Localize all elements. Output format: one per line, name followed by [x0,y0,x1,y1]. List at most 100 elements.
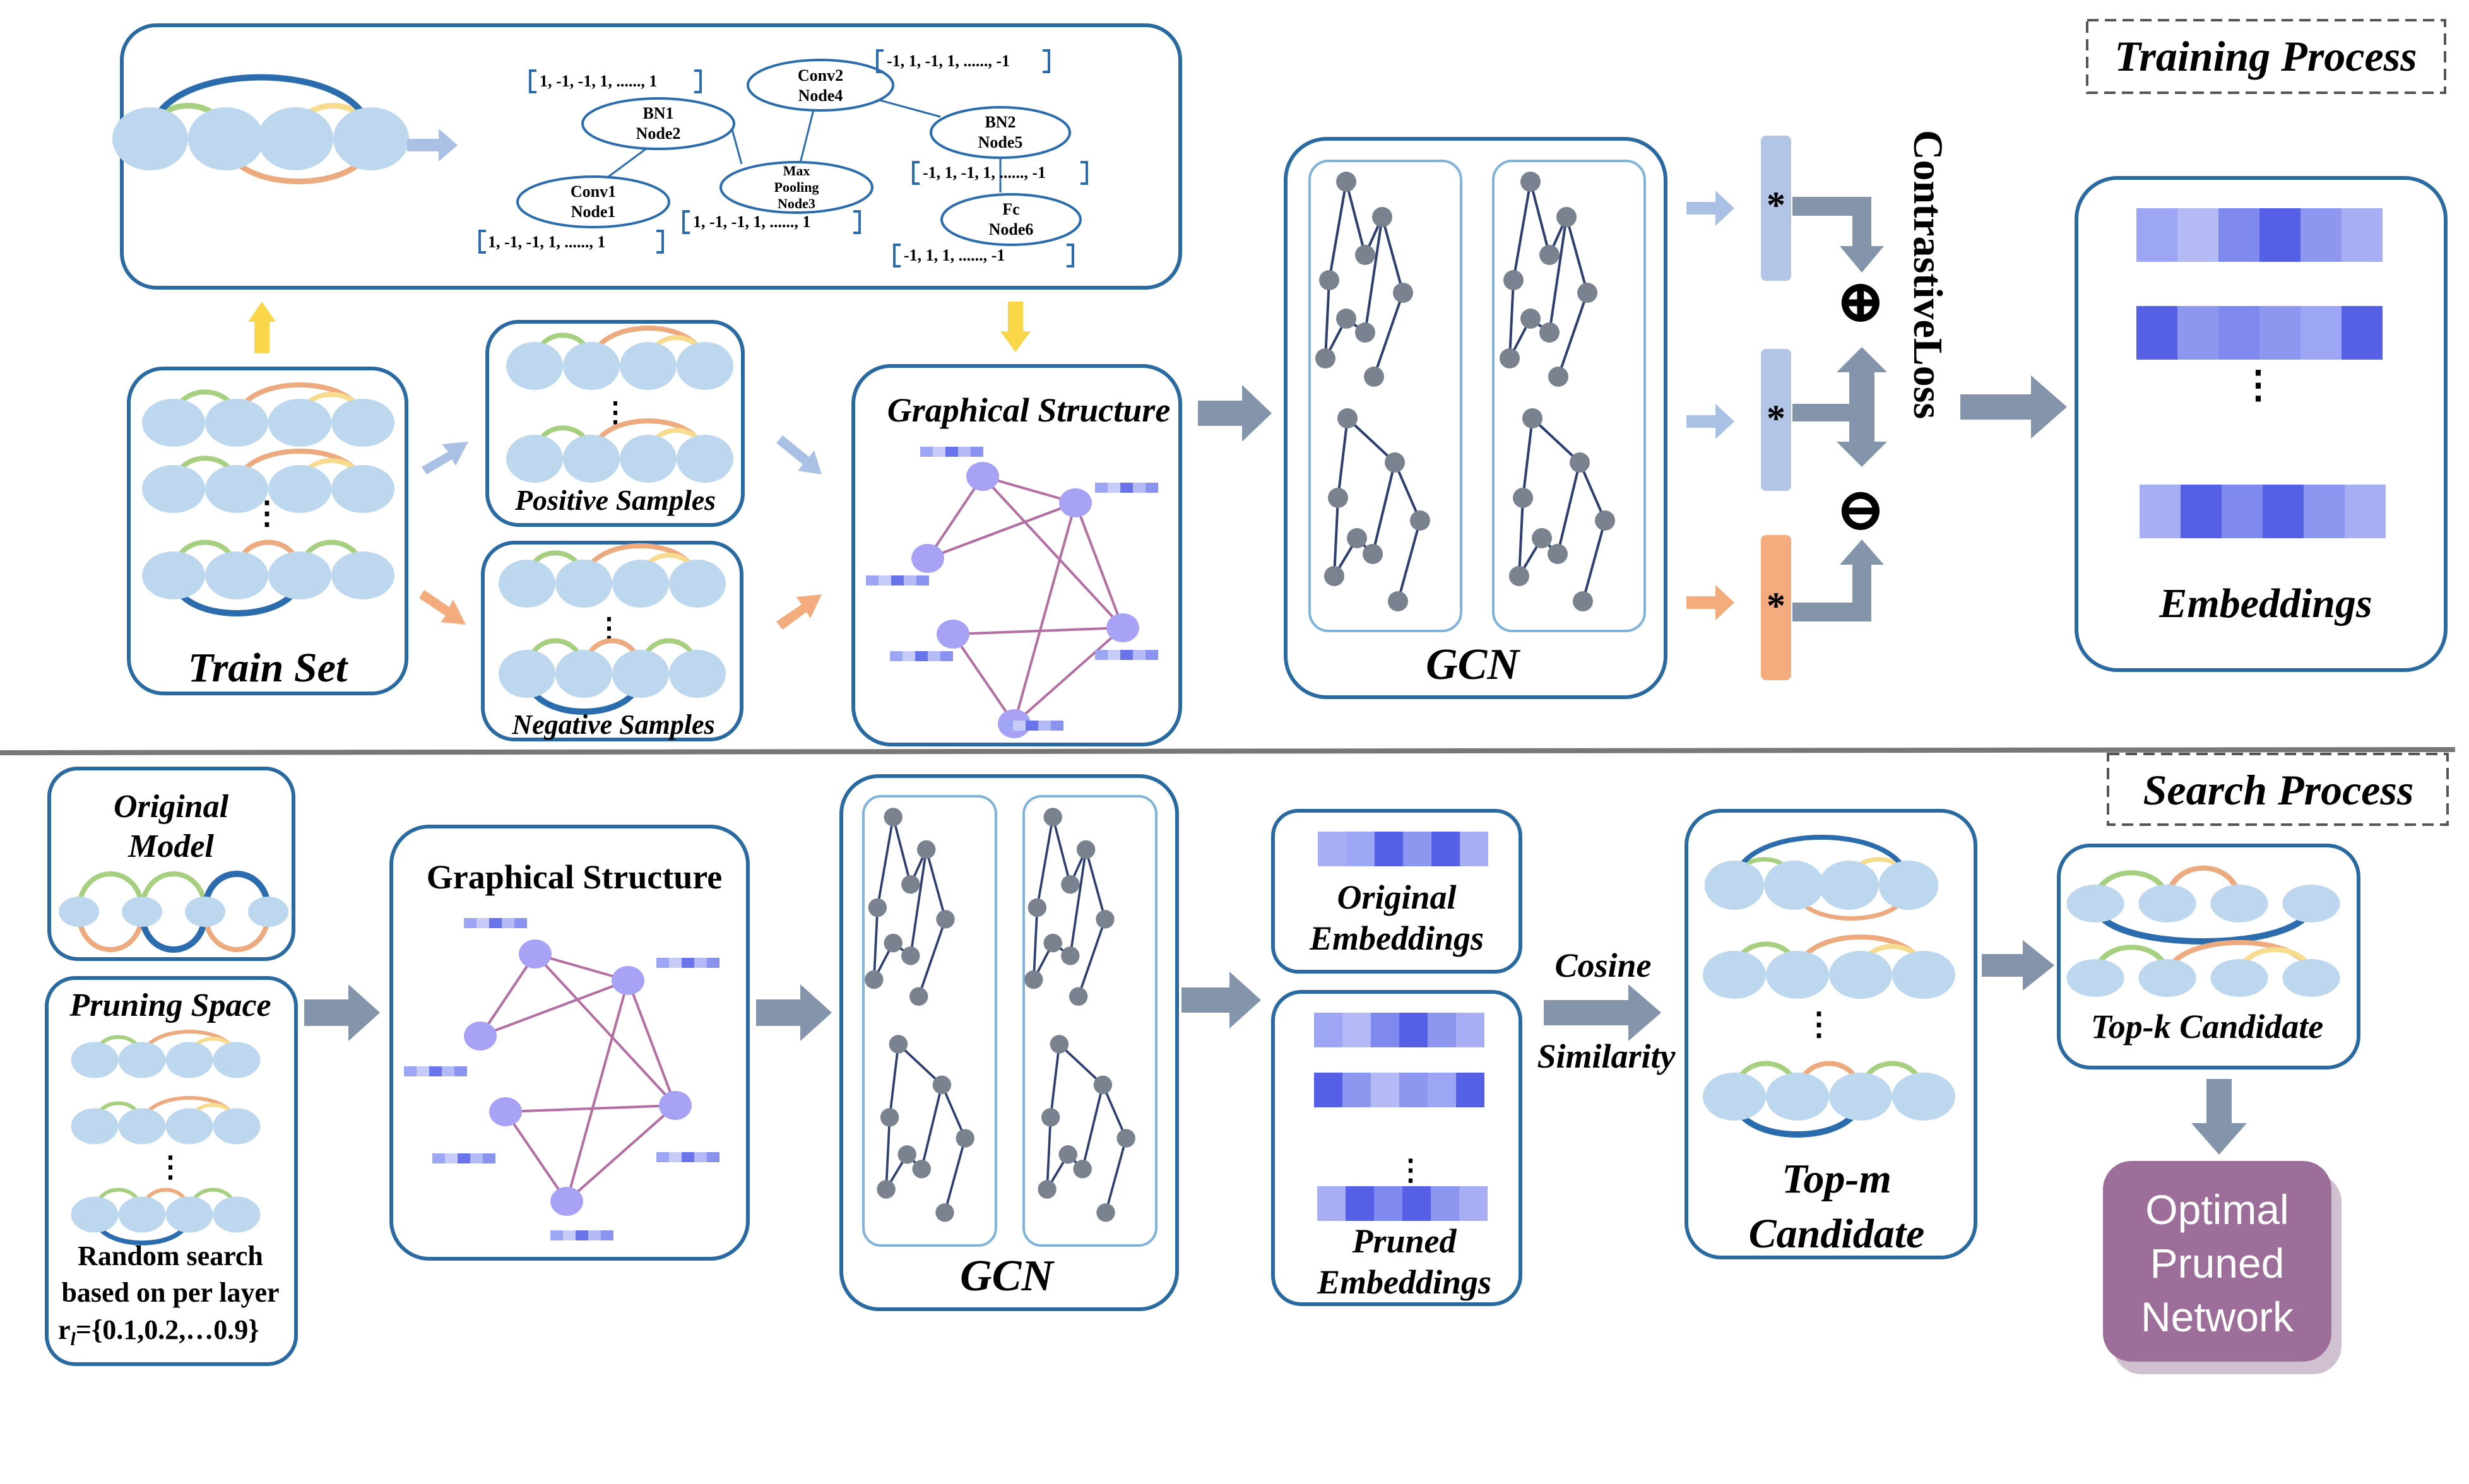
train-set-box: ⋮ Train Set [127,367,408,695]
top-m-line2: Candidate [1749,1211,1925,1257]
train-graphical-structure-box: Graphical Structure [851,364,1182,746]
top-k-candidate-box: Top-k Candidate [2057,844,2360,1069]
search-gcn-box: GCN [839,774,1179,1311]
original-embeddings-line1: Original [1337,878,1456,916]
train-set-ellipsis: ⋮ [251,495,283,531]
embeddings-label: Embeddings [2158,580,2372,627]
pruned-ellipsis: ⋮ [1396,1154,1425,1186]
node-bn1 [581,97,735,150]
network-graph-conversion-box: Conv1 Node1 BN1 Node2 Max Pooling Node3 … [112,23,1182,290]
negative-samples-box: ⋮ Negative Samples [481,541,743,741]
node4-name: Conv2 [798,66,843,85]
positive-samples-box: ⋮ Positive Samples [485,320,745,527]
embedding-bar-3 [2140,485,2386,538]
search-gcn-label: GCN [960,1252,1055,1300]
ratio-line: rl={0.1,0.2,…0.9} [58,1314,259,1350]
node-maxpool [719,161,873,214]
pruned-embeddings-line1: Pruned [1351,1222,1457,1260]
node6-vector: -1, 1, 1, ......, -1 [904,246,1005,264]
training-arrows [248,191,2067,630]
search-graphical-structure-label: Graphical Structure [427,858,722,896]
training-process-label-box: Training Process [2086,19,2446,94]
node6-name: Fc [1002,200,1019,218]
node-bn2 [930,106,1071,159]
contrastive-loss-label: ContrastiveLoss [1905,130,1951,419]
ratio-prefix: r [58,1314,71,1345]
ratio-values: ={0.1,0.2,…0.9} [76,1314,259,1345]
node3-line2: Pooling [774,179,819,195]
embedding-bar-1 [2136,208,2383,262]
node3-line3: Node3 [778,196,815,211]
original-model-network [59,871,288,953]
top-m-line1: Top-m [1782,1156,1892,1202]
original-model-line2: Model [127,828,214,864]
negative-samples-label: Negative Samples [511,709,714,740]
node2-id: Node2 [636,124,681,143]
top-m-candidate-box: ⋮ Top-m Candidate [1684,809,1977,1259]
similarity-label: Similarity [1537,1037,1676,1075]
optimal-line2: Pruned [2150,1240,2285,1287]
original-embeddings-box: Original Embeddings [1271,809,1522,974]
top-k-label: Top-k Candidate [2091,1008,2324,1045]
search-graphical-structure-box: Graphical Structure [389,825,750,1261]
node-conv1 [516,175,670,228]
optimal-line3: Network [2141,1293,2294,1340]
minus-symbol: ⊖ [1835,476,1886,543]
optimal-pruned-network: Optimal Pruned Network [2103,1161,2342,1374]
star-2: * [1767,398,1785,439]
pruned-embeddings-box: ⋮ Pruned Embeddings [1271,990,1522,1306]
positive-samples-label: Positive Samples [514,484,716,516]
node1-id: Node1 [571,203,616,221]
node4-id: Node4 [798,86,843,105]
node-fc [940,193,1082,246]
node4-vector: -1, 1, -1, 1, ......, -1 [887,52,1010,70]
top-k-network-2 [2066,939,2340,997]
training-process: Training Process [112,19,2448,746]
top-m-ellipsis: ⋮ [1803,1006,1835,1042]
projection-heads: * * * [1761,136,1791,680]
original-model-line1: Original [114,789,229,825]
train-gcn-box: GCN [1284,137,1667,699]
train-graphical-structure-label: Graphical Structure [887,391,1171,429]
node-conv2 [747,59,894,112]
original-embedding-bar [1318,832,1488,866]
random-search-line1: Random search [78,1240,263,1271]
ratio-sub: l [71,1329,76,1350]
search-arrows [304,940,2247,1155]
training-process-label: Training Process [2114,32,2417,80]
pruning-space-label: Pruning Space [69,987,271,1023]
node6-id: Node6 [989,220,1034,238]
pruned-embedding-bar-1 [1314,1013,1484,1047]
section-divider [0,747,2456,755]
star-1: * [1767,184,1785,226]
node1-name: Conv1 [571,182,616,201]
train-gcn-label: GCN [1426,640,1520,689]
search-process: Search Process Original Model Pr [45,753,2449,1374]
search-process-label-box: Search Process [2107,753,2449,826]
optimal-line1: Optimal [2145,1186,2288,1233]
search-process-label: Search Process [2143,766,2414,814]
node5-name: BN2 [985,113,1015,131]
node3-vector: 1, -1, -1, 1, ......, 1 [693,213,810,231]
pruned-embedding-bar-3 [1317,1186,1488,1221]
embeddings-box: ⋮ Embeddings [2075,176,2448,672]
star-3: * [1767,585,1785,627]
plus-symbol: ⊕ [1835,268,1886,335]
pruned-embeddings-line2: Embeddings [1317,1263,1491,1301]
node5-vector: -1, 1, -1, 1, ......, -1 [923,163,1046,182]
top-k-network-1 [2066,865,2340,945]
layer-graph: Conv1 Node1 BN1 Node2 Max Pooling Node3 … [478,49,1088,268]
train-set-label: Train Set [188,645,348,691]
pruning-space-box: Pruning Space ⋮ Random search based on p… [45,976,298,1366]
cosine-label: Cosine [1554,946,1651,984]
node3-line1: Max [783,163,810,179]
original-embeddings-line2: Embeddings [1309,919,1484,957]
node2-name: BN1 [642,104,673,122]
node2-vector: 1, -1, -1, 1, ......, 1 [540,72,657,90]
loss-combination: ⊕ ⊖ [1792,197,1887,621]
convert-arrow [407,129,458,162]
original-model-box: Original Model [47,767,295,961]
embedding-ellipsis: ⋮ [2239,364,2277,406]
pruning-ellipsis: ⋮ [156,1151,185,1183]
